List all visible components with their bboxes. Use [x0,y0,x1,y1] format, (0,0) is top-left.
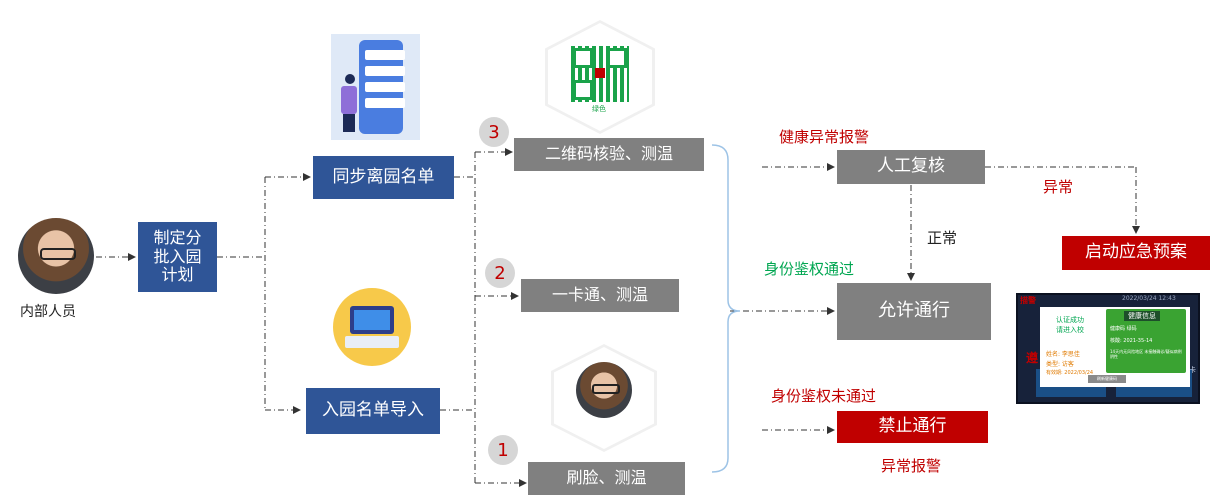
phone-list-illustration [331,34,420,140]
brace [711,144,741,473]
device-panel: 认证成功 请进入校 姓名: 李思佳 类型: 访客 有效期: 2022/03/24… [1040,307,1190,387]
device-side-left: 遵 [1026,351,1039,365]
deny-pass-box: 禁止通行 [837,411,988,443]
device-screen: 描警 2022/03/24 12:43 遵 刷卡 认证成功 请进入校 姓名: 李… [1016,293,1200,404]
qr-code-icon [571,46,629,102]
device-name: 姓名: 李思佳 [1046,351,1080,358]
plan-line-2: 批入园 [153,246,202,266]
device-health-card: 健康信息 健康码 绿码 核酸: 2021-35-14 14天内无风险地区 未接触… [1106,309,1186,373]
plan-line-3: 计划 [161,265,194,285]
device-top-left: 描警 [1020,296,1036,305]
allow-pass-box: 允许通行 [837,283,991,340]
device-status-1: 认证成功 [1056,316,1084,324]
face-avatar [576,362,632,418]
device-card-line-1: 健康码 绿码 [1110,326,1137,332]
qr-check-box: 二维码核验、测温 [514,138,704,171]
badge-face: 1 [488,435,518,465]
device-time: 2022/03/24 12:43 [1122,295,1176,302]
import-list-box: 入园名单导入 [306,388,440,434]
plan-box: 制定分 批入园 计划 [138,222,217,292]
laptop-icon [333,288,411,366]
plan-line-1: 制定分 [153,228,202,248]
face-check-box: 刷脸、测温 [528,462,685,495]
badge-qr: 3 [479,117,509,147]
device-card-title: 健康信息 [1124,311,1160,321]
auth-fail-label: 身份鉴权未通过 [771,387,877,405]
device-card-line-3: 14天内无风险地区 未接触确诊/疑似病例 阴性 [1110,349,1182,359]
device-date: 有效期: 2022/03/24 [1046,370,1094,376]
abnormal-label: 异常 [1043,178,1074,196]
device-card-line-2: 核酸: 2021-35-14 [1110,338,1153,344]
card-check-box: 一卡通、测温 [521,279,679,312]
device-type: 类型: 访客 [1046,361,1074,368]
device-status-2: 请进入校 [1056,326,1084,334]
sync-list-box: 同步离园名单 [313,156,454,199]
manual-review-box: 人工复核 [837,150,985,184]
badge-card: 2 [485,258,515,288]
person-label: 内部人员 [20,304,76,320]
auth-pass-label: 身份鉴权通过 [764,260,855,278]
qr-caption: 绿色 [592,105,606,113]
person-avatar [18,218,94,294]
device-refresh-button[interactable]: 刷新健康码 [1088,375,1126,383]
normal-label: 正常 [927,229,958,247]
abnormal-alarm-label: 异常报警 [881,457,942,475]
emergency-plan-box: 启动应急预案 [1062,236,1210,270]
health-alarm-label: 健康异常报警 [779,128,870,146]
